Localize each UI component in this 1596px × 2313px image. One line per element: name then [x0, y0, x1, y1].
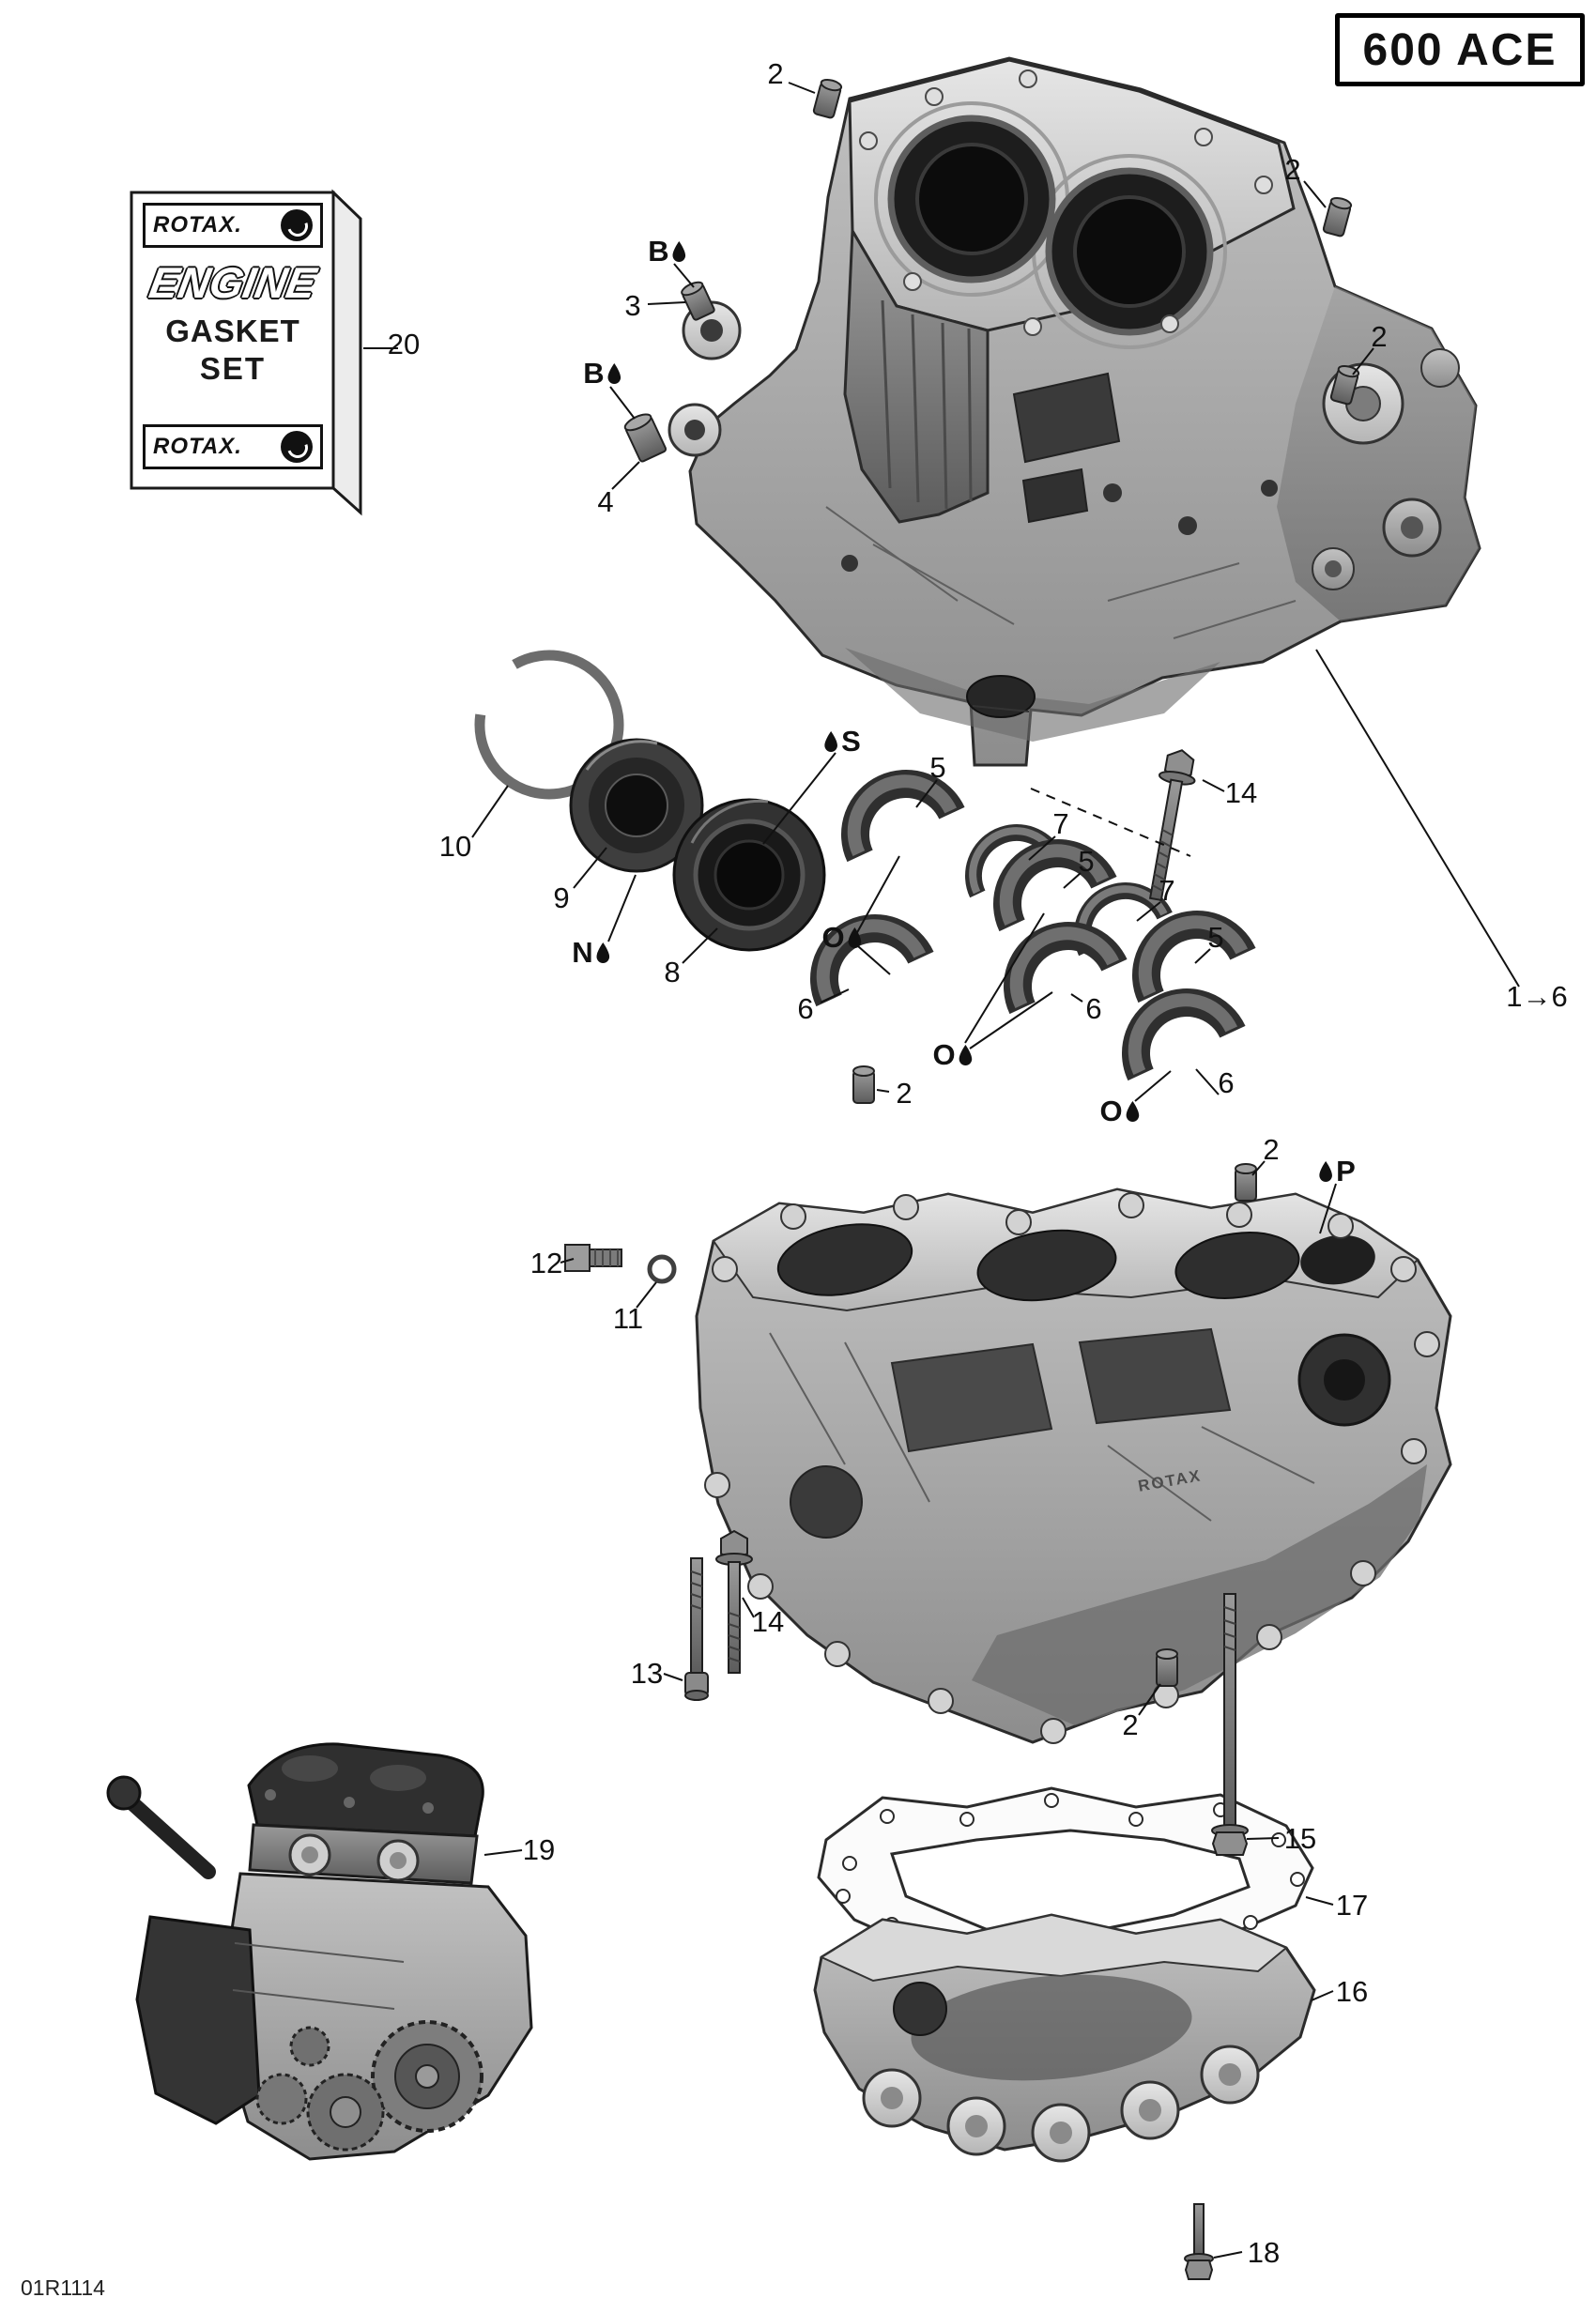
- oil-point-letter: B: [583, 357, 605, 390]
- oil-pan: [813, 1913, 1316, 2163]
- callout-label: 16: [1335, 1975, 1369, 2008]
- bearing-shells: [810, 770, 1256, 1081]
- model-badge: 600 ACE: [1335, 13, 1585, 86]
- callout-label: 2: [1263, 1133, 1280, 1166]
- leader-lines: [363, 82, 1520, 2259]
- rotax-brand-text: ROTAX.: [153, 212, 242, 237]
- oil-point-O: O: [1099, 1095, 1140, 1128]
- callout-label: 15: [1283, 1822, 1317, 1855]
- oil-droplet-icon: [596, 942, 610, 963]
- oil-point-O: O: [821, 921, 862, 955]
- rotax-brand-text: ROTAX.: [153, 434, 242, 459]
- oil-point-letter: O: [932, 1038, 956, 1071]
- oil-point-letter: P: [1336, 1155, 1356, 1187]
- oil-droplet-icon: [607, 362, 622, 384]
- callout-label: 4: [597, 485, 614, 518]
- callout-label: 3: [624, 289, 641, 322]
- oil-droplet-icon: [848, 927, 862, 948]
- callout-label: 14: [751, 1605, 785, 1638]
- oil-point-N: N: [572, 936, 610, 970]
- oil-point-letter: N: [572, 936, 593, 969]
- callout-label: 2: [896, 1077, 913, 1110]
- callout-label: 12: [529, 1247, 563, 1279]
- callout-label: 2: [767, 57, 784, 90]
- oil-droplet-icon: [824, 730, 837, 752]
- oil-point-letter: S: [841, 725, 861, 758]
- oil-droplet-icon: [1319, 1160, 1332, 1182]
- callout-label: 9: [553, 881, 570, 914]
- gasket-kit-title-engine: ENGINE: [146, 258, 320, 307]
- oil-droplet-icon: [959, 1044, 973, 1065]
- oil-point-letter: O: [821, 921, 845, 954]
- callout-label: 5: [1078, 845, 1095, 878]
- callout-label: 19: [522, 1833, 556, 1866]
- callout-label: 6: [797, 992, 814, 1025]
- lower-crankcase: [695, 1187, 1452, 1744]
- callout-label: 20: [387, 328, 421, 360]
- oil-point-letter: B: [648, 235, 669, 268]
- gasket-kit-brand-top: ROTAX.: [143, 203, 323, 248]
- engine-block-assembly: [668, 56, 1481, 767]
- gasket-kit-brand-bottom: ROTAX.: [143, 424, 323, 469]
- gasket-kit-title-gasket: GASKET: [165, 314, 300, 348]
- fasteners-and-small-parts: [564, 78, 1360, 2280]
- callout-label: 2: [1371, 320, 1388, 353]
- callout-label: 13: [630, 1657, 664, 1690]
- callout-label: 2: [1122, 1708, 1139, 1741]
- callout-label: 6: [1085, 992, 1102, 1025]
- callout-label: 17: [1335, 1889, 1369, 1922]
- crank-seals-and-bearing: [474, 650, 826, 952]
- oil-point-P: P: [1318, 1155, 1356, 1188]
- callout-label: 6: [1218, 1066, 1235, 1099]
- assembled-engine: [106, 1742, 533, 2161]
- callout-label: 7: [1159, 874, 1175, 907]
- doc-code: 01R1114: [21, 2275, 105, 2300]
- callout-label: 5: [929, 751, 946, 784]
- gasket-kit-box: [130, 189, 362, 516]
- oil-point-O: O: [932, 1038, 973, 1072]
- callout-label: 10: [438, 830, 472, 863]
- callout-label: 14: [1224, 776, 1258, 809]
- rotax-logo-icon: [281, 431, 313, 463]
- callout-label: 8: [664, 956, 681, 988]
- callout-label: 11: [612, 1302, 644, 1335]
- oil-point-S: S: [823, 725, 861, 758]
- oil-droplet-icon: [672, 240, 686, 262]
- oil-point-B: B: [583, 357, 622, 391]
- callout-label: 18: [1247, 2236, 1281, 2269]
- gasket-kit-title-set: SET: [199, 351, 267, 386]
- callout-label: 1→6: [1506, 980, 1568, 1013]
- rotax-logo-icon: [281, 209, 313, 241]
- callout-label: 2: [1284, 153, 1301, 186]
- callout-label: 5: [1207, 921, 1224, 954]
- oil-point-B: B: [648, 235, 686, 268]
- oil-point-letter: O: [1099, 1095, 1123, 1127]
- callout-label: 7: [1052, 807, 1069, 840]
- oil-droplet-icon: [1126, 1100, 1140, 1122]
